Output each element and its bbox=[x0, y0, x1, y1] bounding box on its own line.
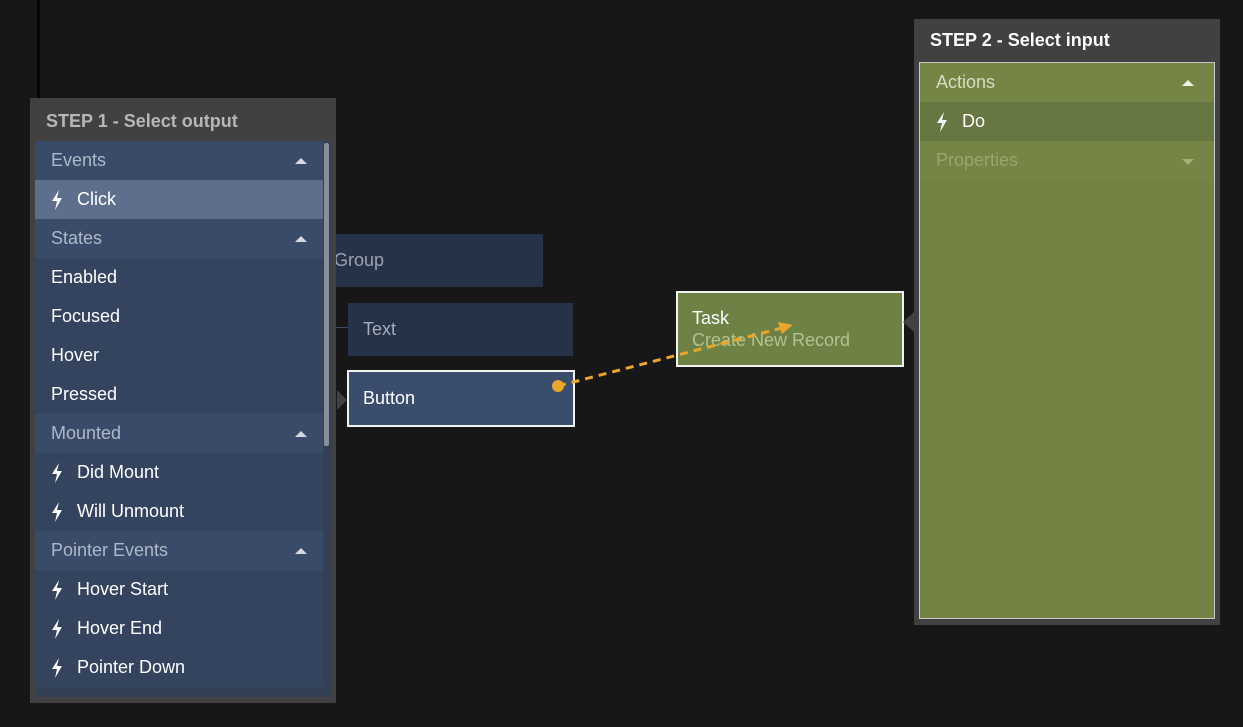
step1-pointer-arrow bbox=[337, 390, 347, 410]
caret-up-icon bbox=[295, 158, 307, 164]
section-header-mounted[interactable]: Mounted bbox=[35, 414, 323, 453]
list-item-pointer-down[interactable]: Pointer Down bbox=[35, 648, 323, 687]
section-label: Events bbox=[51, 150, 107, 170]
section-label: Pointer Events bbox=[51, 540, 169, 560]
section-label: Properties bbox=[936, 150, 1019, 170]
list-item-click[interactable]: Click bbox=[35, 180, 323, 219]
node-task-subtitle: Create New Record bbox=[692, 330, 851, 350]
list-item-label: Pointer Down bbox=[77, 657, 186, 677]
lightning-bolt-icon bbox=[51, 189, 63, 210]
node-text-label: Text bbox=[363, 319, 397, 339]
section-header-events[interactable]: Events bbox=[35, 141, 323, 180]
caret-up-icon bbox=[295, 548, 307, 554]
list-item-will-unmount[interactable]: Will Unmount bbox=[35, 492, 323, 531]
step2-pointer-arrow bbox=[903, 312, 914, 332]
canvas-divider bbox=[37, 0, 40, 100]
list-item-label: Hover End bbox=[77, 618, 163, 638]
step2-title: STEP 2 - Select input bbox=[930, 30, 1110, 50]
list-item-label: Did Mount bbox=[77, 462, 160, 482]
lightning-bolt-icon bbox=[51, 462, 63, 483]
list-item-label: Hover Start bbox=[77, 579, 169, 599]
step1-title: STEP 1 - Select output bbox=[46, 110, 238, 131]
section-label: States bbox=[51, 228, 103, 248]
list-item-label: Focused bbox=[51, 306, 121, 326]
list-item-hover-start[interactable]: Hover Start bbox=[35, 570, 323, 609]
list-item-do[interactable]: Do bbox=[920, 102, 1214, 141]
section-label: Mounted bbox=[51, 423, 122, 443]
node-group[interactable]: Group bbox=[330, 234, 543, 287]
list-item-label: Hover bbox=[51, 345, 100, 365]
section-label: Actions bbox=[936, 72, 996, 92]
lightning-bolt-icon bbox=[51, 657, 63, 678]
section-header-pointer-events[interactable]: Pointer Events bbox=[35, 531, 323, 570]
list-item-pressed[interactable]: Pressed bbox=[35, 375, 323, 414]
list-item-label: Will Unmount bbox=[77, 501, 185, 521]
node-group-label: Group bbox=[334, 250, 385, 270]
list-item-hover[interactable]: Hover bbox=[35, 336, 323, 375]
list-item-label: Enabled bbox=[51, 267, 118, 287]
list-item-enabled[interactable]: Enabled bbox=[35, 258, 323, 297]
lightning-bolt-icon bbox=[51, 618, 63, 639]
lightning-bolt-icon bbox=[51, 501, 63, 522]
node-button[interactable]: Button bbox=[347, 370, 575, 427]
caret-up-icon bbox=[295, 236, 307, 242]
section-header-properties[interactable]: Properties bbox=[920, 141, 1214, 180]
list-item-did-mount[interactable]: Did Mount bbox=[35, 453, 323, 492]
section-header-states[interactable]: States bbox=[35, 219, 323, 258]
node-connector-stub bbox=[330, 327, 348, 328]
caret-down-icon bbox=[1182, 159, 1194, 165]
list-item-label: Do bbox=[962, 111, 986, 131]
node-task[interactable]: Task Create New Record bbox=[676, 291, 904, 367]
lightning-bolt-icon bbox=[51, 579, 63, 600]
list-item-focused[interactable]: Focused bbox=[35, 297, 323, 336]
lightning-bolt-icon bbox=[936, 111, 948, 132]
step2-list-container: Actions Do Properties bbox=[919, 62, 1215, 619]
step2-input-panel: STEP 2 - Select input Actions Do Propert… bbox=[914, 19, 1220, 625]
node-button-label: Button bbox=[363, 388, 416, 408]
scrollbar[interactable] bbox=[324, 143, 329, 446]
list-item-label: Click bbox=[77, 189, 116, 209]
section-header-actions[interactable]: Actions bbox=[920, 63, 1214, 102]
caret-up-icon bbox=[295, 431, 307, 437]
caret-up-icon bbox=[1182, 80, 1194, 86]
node-task-title: Task bbox=[692, 308, 730, 328]
list-item-hover-end[interactable]: Hover End bbox=[35, 609, 323, 648]
node-text[interactable]: Text bbox=[348, 303, 573, 356]
list-item-label: Pressed bbox=[51, 384, 118, 404]
